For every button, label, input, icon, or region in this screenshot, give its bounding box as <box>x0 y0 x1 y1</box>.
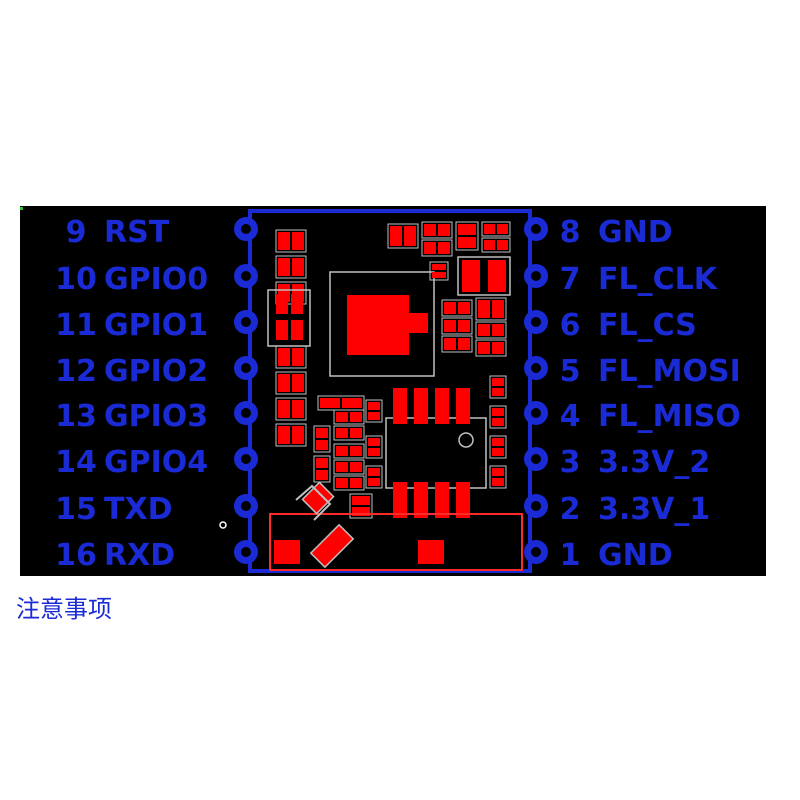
pin-number-label: 11 <box>55 308 97 343</box>
pin-name-label: TXD <box>104 492 173 527</box>
castellated-pad <box>234 401 258 425</box>
flash-chip-soic <box>385 388 487 518</box>
pin-name-label: FL_CLK <box>598 262 719 297</box>
castellated-pad <box>524 310 548 334</box>
castellated-pad <box>524 264 548 288</box>
smd-passive <box>333 475 365 491</box>
smd-passive <box>365 399 383 423</box>
smd-passive <box>481 237 511 253</box>
main-chip-qfn <box>329 271 435 377</box>
pin-number-label: 8 <box>560 215 581 250</box>
pin-name-label: FL_MOSI <box>598 354 741 389</box>
smd-passive <box>349 493 373 519</box>
castellated-pad <box>234 310 258 334</box>
pin-name-label: GPIO4 <box>104 445 208 480</box>
smd-passive <box>475 297 507 321</box>
crystal-component <box>267 289 311 347</box>
smd-passive <box>475 321 507 339</box>
top-passive-group <box>387 221 511 281</box>
smd-passive <box>489 465 507 489</box>
castellated-pad <box>234 447 258 471</box>
castellated-pad <box>234 540 258 564</box>
smd-passive <box>333 459 365 475</box>
smd-passive <box>475 339 507 357</box>
pin-number-label: 10 <box>55 262 97 297</box>
smd-passive <box>365 435 383 459</box>
smd-passive <box>481 221 511 237</box>
smd-passive <box>333 409 365 425</box>
smd-passive <box>275 423 307 447</box>
pin-name-label: GND <box>598 538 673 573</box>
smd-passive <box>387 223 419 249</box>
pin-number-label: 15 <box>55 492 97 527</box>
smd-passive <box>275 255 307 279</box>
smd-passive <box>275 397 307 421</box>
pin-name-label: FL_CS <box>598 308 697 343</box>
pin-number-label: 12 <box>55 354 97 389</box>
left-pad-column <box>234 217 258 564</box>
pin-name-label: 3.3V_1 <box>598 492 710 527</box>
right-pad-column <box>524 217 548 564</box>
middle-passive-group <box>313 395 383 519</box>
castellated-pad <box>524 401 548 425</box>
right-passive-group <box>441 297 507 489</box>
smd-passive <box>455 221 479 251</box>
smd-passive <box>275 371 307 395</box>
castellated-pad <box>234 356 258 380</box>
pin-name-label: GPIO1 <box>104 308 208 343</box>
smd-passive <box>421 239 453 257</box>
pin-number-label: 3 <box>560 445 581 480</box>
smd-passive <box>489 375 507 399</box>
pin-number-label: 7 <box>560 262 581 297</box>
smd-passive <box>441 299 473 317</box>
pin-name-label: GPIO2 <box>104 354 208 389</box>
smd-passive <box>333 425 365 441</box>
pin-name-label: RXD <box>104 538 175 573</box>
smd-passive <box>313 425 331 453</box>
smd-passive <box>429 261 449 281</box>
origin-marker <box>219 521 227 529</box>
castellated-pad <box>524 217 548 241</box>
antenna-area <box>269 481 523 571</box>
pin-number-label: 6 <box>560 308 581 343</box>
pin-name-label: GPIO3 <box>104 399 208 434</box>
pin-name-label: GPIO0 <box>104 262 208 297</box>
pin-number-label: 16 <box>55 538 97 573</box>
castellated-pad <box>524 494 548 518</box>
board-corner-marker <box>20 207 23 210</box>
smd-passive <box>365 465 383 489</box>
pin-name-label: FL_MISO <box>598 399 741 434</box>
pin-number-label: 4 <box>560 399 581 434</box>
castellated-pad <box>524 356 548 380</box>
inductor-component <box>457 256 511 296</box>
smd-passive <box>441 335 473 353</box>
castellated-pad <box>524 540 548 564</box>
footer-note: 注意事项 <box>16 595 112 623</box>
pin-number-label: 9 <box>66 215 87 250</box>
smd-passive <box>313 455 331 483</box>
pin-number-label: 5 <box>560 354 581 389</box>
castellated-pad <box>524 447 548 471</box>
smd-passive <box>489 405 507 429</box>
castellated-pad <box>234 264 258 288</box>
smd-passive <box>421 221 453 239</box>
castellated-pad <box>234 494 258 518</box>
pin-name-label: RST <box>104 215 170 250</box>
smd-passive <box>441 317 473 335</box>
pin-number-label: 13 <box>55 399 97 434</box>
pin-number-label: 14 <box>55 445 97 480</box>
pin-number-label: 1 <box>560 538 581 573</box>
pin-name-label: GND <box>598 215 673 250</box>
smd-passive <box>275 229 307 253</box>
pin-name-label: 3.3V_2 <box>598 445 710 480</box>
pin-number-label: 2 <box>560 492 581 527</box>
left-passive-stack <box>275 229 307 447</box>
smd-passive <box>489 435 507 459</box>
smd-passive <box>333 443 365 459</box>
castellated-pad <box>234 217 258 241</box>
